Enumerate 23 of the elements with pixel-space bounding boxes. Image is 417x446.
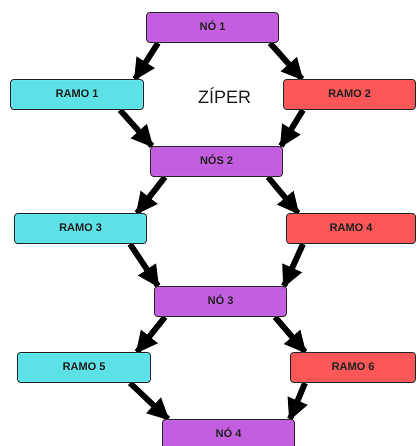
process-box: RAMO 4 — [286, 213, 416, 244]
process-box: NÓ 4 — [162, 419, 295, 446]
process-box: RAMO 5 — [17, 352, 151, 383]
title-label: ZÍPER — [198, 86, 252, 109]
arrow — [266, 175, 300, 215]
process-box: RAMO 2 — [283, 79, 416, 110]
arrow — [134, 175, 168, 215]
process-box: RAMO 1 — [10, 79, 144, 110]
process-box: RAMO 3 — [14, 213, 147, 244]
arrow — [278, 108, 306, 148]
process-box: RAMO 6 — [290, 352, 416, 383]
arrow — [281, 242, 306, 288]
arrow — [128, 242, 160, 288]
arrow — [132, 41, 161, 81]
arrow — [272, 315, 308, 354]
arrow — [118, 108, 154, 148]
arrow — [134, 315, 168, 354]
process-box: NÓ 1 — [146, 12, 279, 43]
arrow — [268, 41, 304, 81]
arrow — [287, 382, 308, 421]
process-box: NÓS 2 — [150, 146, 283, 177]
process-box: NÓ 3 — [154, 286, 287, 317]
arrow — [128, 380, 170, 422]
